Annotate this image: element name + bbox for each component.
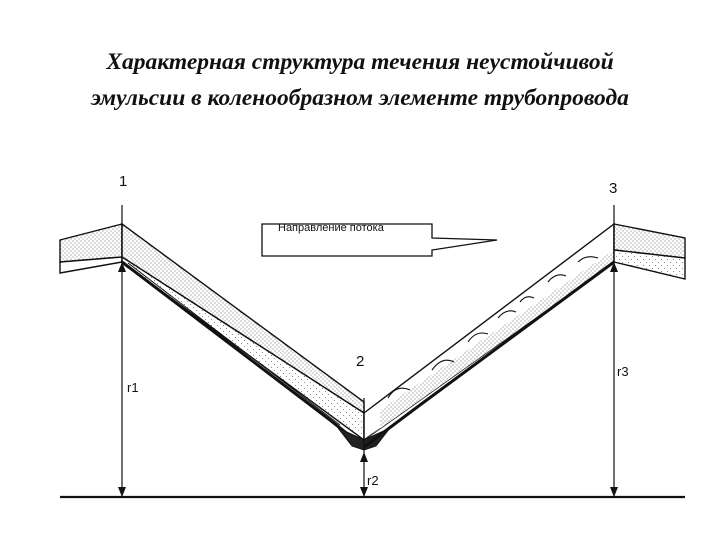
point-label-3: 3	[609, 180, 617, 197]
flow-direction-arrow	[261, 223, 498, 257]
point-label-1: 1	[119, 173, 127, 190]
right-pipe-bottom-film	[363, 260, 615, 449]
height-arrow-r2	[360, 452, 368, 497]
right-pipe-stippled-layer	[364, 250, 614, 440]
left-stub-upper-layer	[59, 223, 123, 263]
left-pipe-lower-layer	[121, 255, 365, 442]
left-pipe-bottom-film	[121, 260, 365, 449]
title-line-1: Характерная структура течения неустойчив…	[106, 49, 614, 75]
height-label-r2: r2	[367, 473, 379, 488]
page-title: Характерная структура течения неустойчив…	[0, 44, 720, 116]
height-label-r1: r1	[127, 380, 139, 395]
point-label-2: 2	[356, 353, 364, 370]
right-pipe-droplets	[387, 256, 599, 399]
title-line-2: эмульсии в коленообразном элементе трубо…	[91, 85, 629, 111]
height-label-r3: r3	[617, 364, 629, 379]
left-pipe-inner-line	[127, 262, 341, 426]
flow-direction-label: Направление потока	[278, 222, 385, 234]
